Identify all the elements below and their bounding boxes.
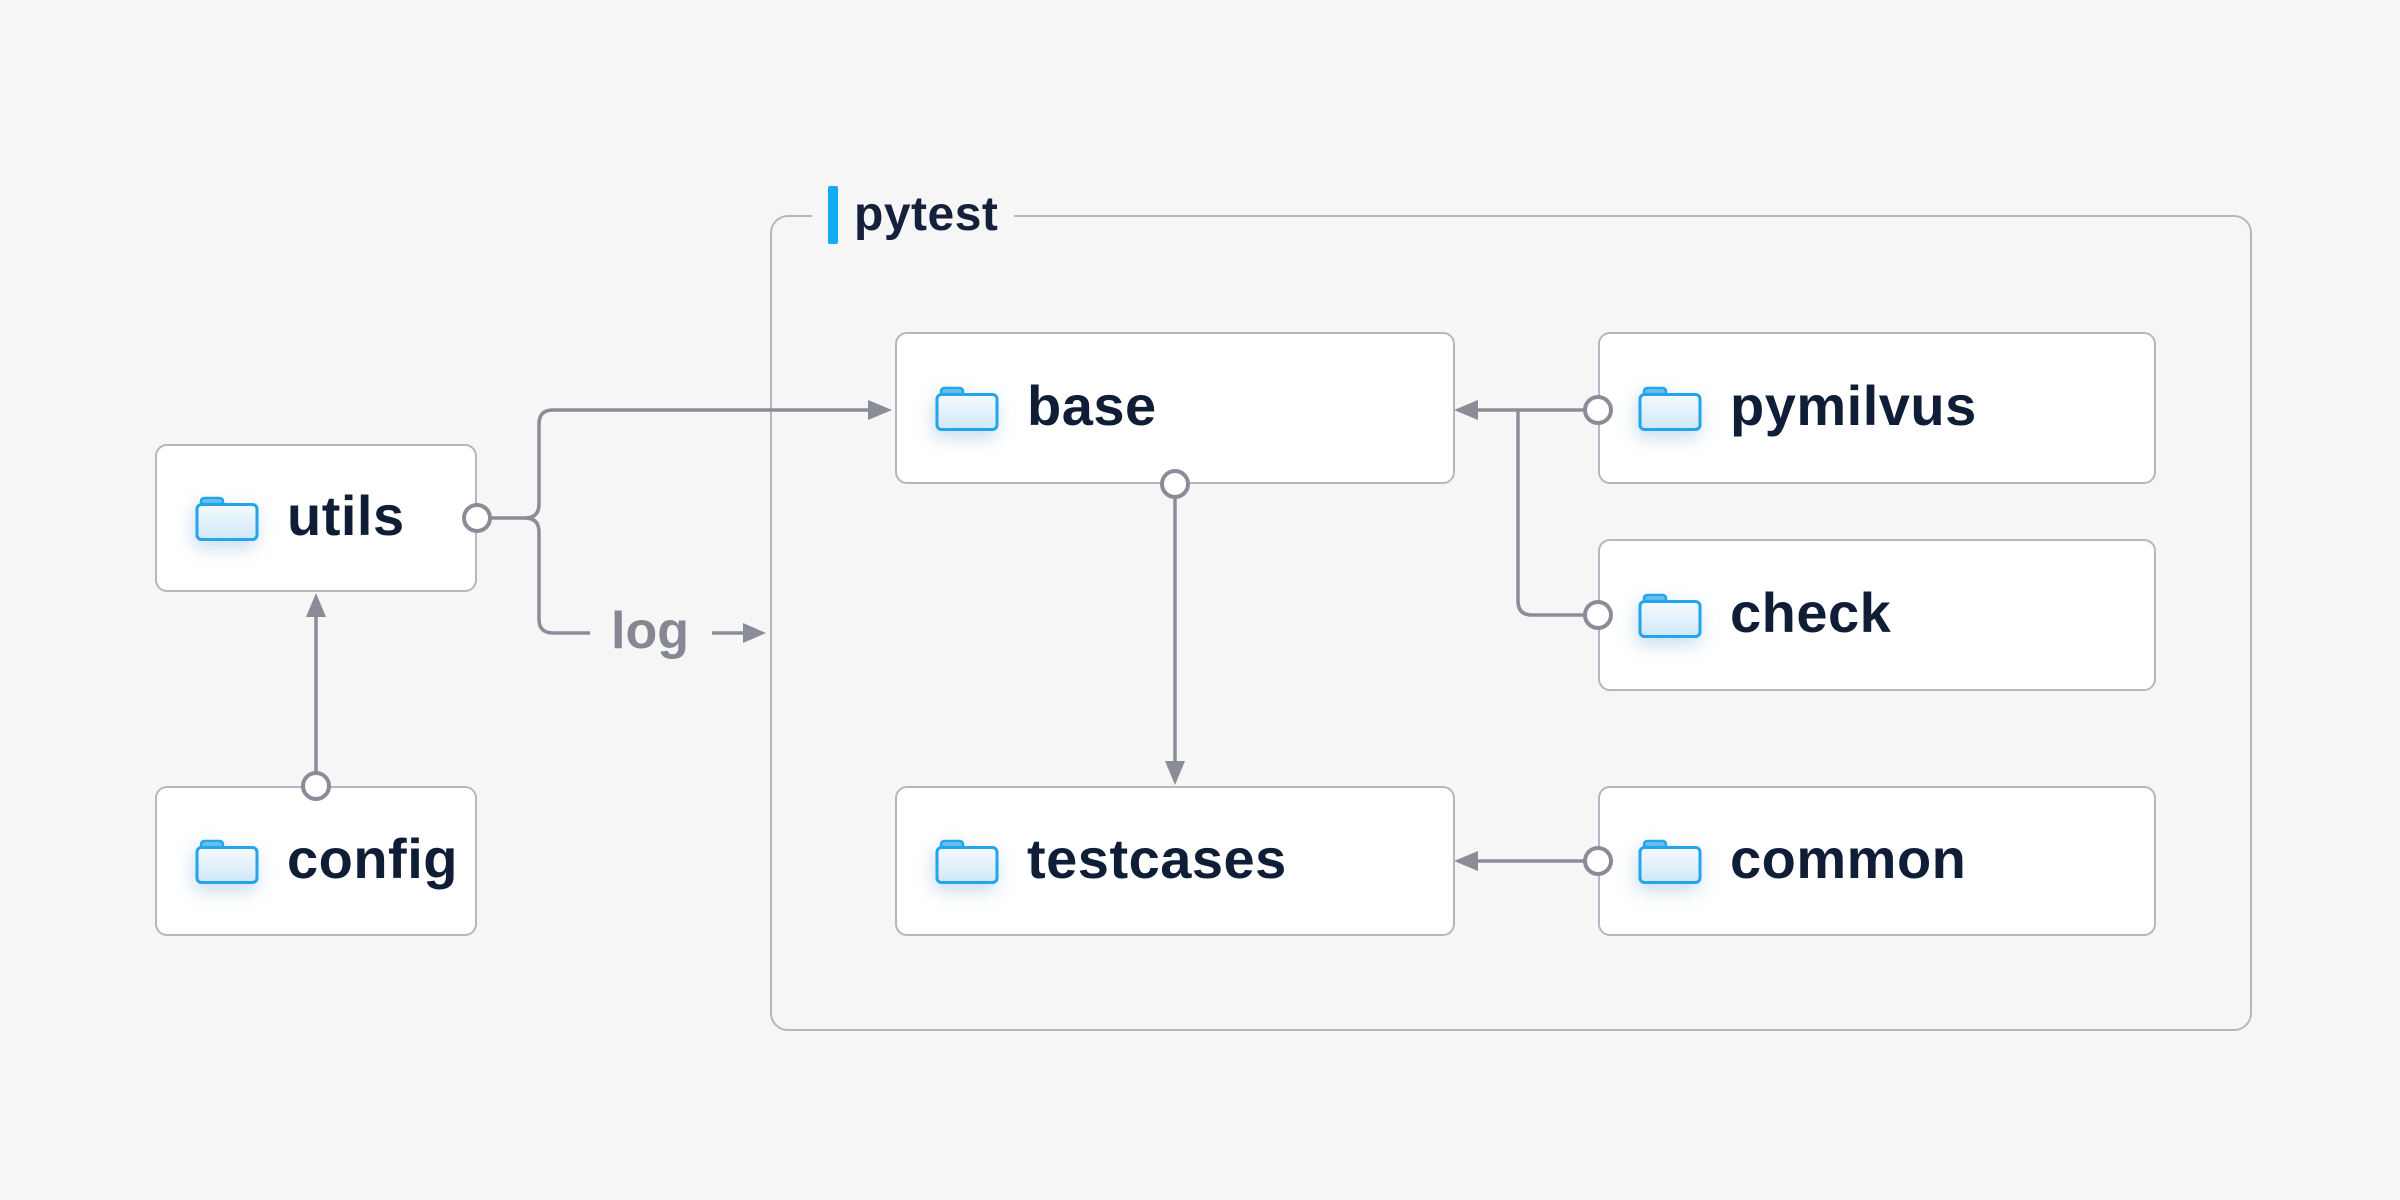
- arrowhead-into-utils-bottom: [306, 593, 326, 617]
- node-label-check: check: [1730, 581, 1892, 644]
- folder-icon: [1638, 592, 1702, 638]
- node-label-pymilvus: pymilvus: [1730, 374, 1977, 437]
- node-label-common: common: [1730, 827, 1967, 890]
- node-base: base: [895, 332, 1455, 484]
- group-label-chip: pytest: [812, 186, 1015, 244]
- folder-icon: [935, 385, 999, 431]
- edge-label-log: log: [607, 604, 693, 657]
- folder-icon: [1638, 385, 1702, 431]
- folder-icon: [935, 838, 999, 884]
- accent-bar-icon: [828, 186, 838, 244]
- node-config: config: [155, 786, 477, 936]
- node-label-utils: utils: [287, 484, 405, 547]
- node-check: check: [1598, 539, 2156, 691]
- pytest-group-frame: [770, 215, 2252, 1031]
- folder-icon: [195, 495, 259, 541]
- node-label-testcases: testcases: [1027, 827, 1287, 890]
- arrowhead-log-into-group: [743, 623, 766, 643]
- edge-utils-to-log: [524, 516, 590, 635]
- group-title: pytest: [854, 188, 999, 241]
- node-testcases: testcases: [895, 786, 1455, 936]
- node-label-base: base: [1027, 374, 1157, 437]
- node-utils: utils: [155, 444, 477, 592]
- folder-icon: [195, 838, 259, 884]
- node-pymilvus: pymilvus: [1598, 332, 2156, 484]
- node-label-config: config: [287, 827, 458, 890]
- node-common: common: [1598, 786, 2156, 936]
- folder-icon: [1638, 838, 1702, 884]
